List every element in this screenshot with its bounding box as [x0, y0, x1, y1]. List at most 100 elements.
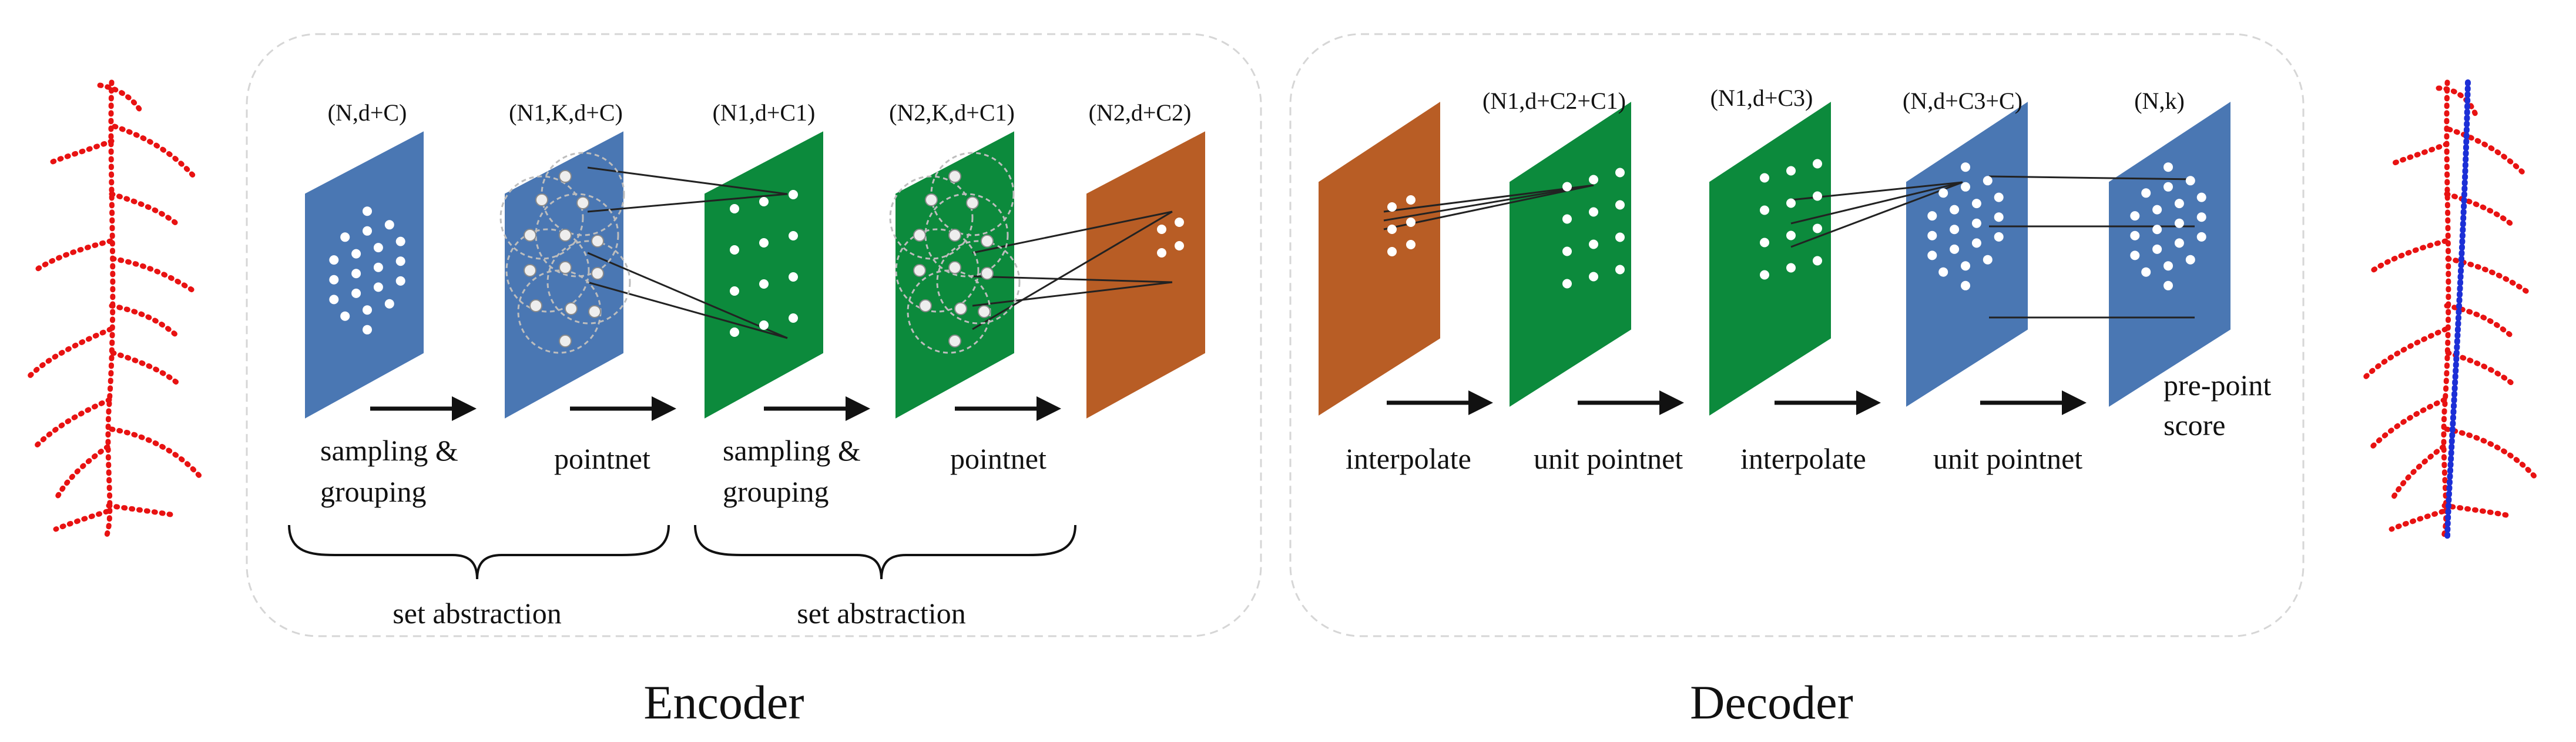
- connector-line: [1383, 184, 1594, 230]
- point-dot: [1994, 232, 2004, 242]
- point-dot: [329, 255, 339, 265]
- point-dot: [329, 275, 339, 285]
- point-dot: [363, 206, 372, 216]
- point-dot: [2152, 205, 2162, 215]
- encoder-frame: [246, 33, 1262, 637]
- point-dot: [789, 313, 798, 323]
- grouped-point-dot: [591, 235, 604, 248]
- grouped-point-dot: [948, 335, 961, 347]
- point-dot: [2185, 176, 2195, 186]
- point-dot: [789, 190, 798, 199]
- point-dot: [1175, 218, 1184, 227]
- point-dot: [730, 204, 739, 213]
- point-dot: [340, 311, 350, 321]
- point-dot: [1927, 250, 1937, 260]
- connector-line: [972, 275, 1173, 283]
- decoder-panel-1: [1319, 102, 1440, 416]
- grouped-point-dot: [535, 193, 548, 206]
- point-dot: [1406, 195, 1416, 205]
- point-dot: [1994, 212, 2004, 222]
- point-dot: [1387, 202, 1397, 212]
- decoder-op-label-2: unit pointnet: [1534, 442, 1683, 475]
- point-dot: [789, 231, 798, 240]
- point-dot: [2196, 232, 2206, 242]
- point-dot: [2130, 230, 2140, 240]
- point-dot: [1406, 240, 1416, 249]
- encoder-dim-label-2: (N1,K,d+C): [509, 99, 623, 126]
- encoder-dim-label-4: (N2,K,d+C1): [889, 99, 1015, 126]
- decoder-output-label-line2: score: [2164, 409, 2226, 442]
- point-dot: [759, 279, 769, 289]
- point-dot: [1786, 166, 1796, 176]
- decoder-panels: [1319, 102, 2230, 416]
- point-dot: [373, 262, 383, 272]
- point-dot: [1615, 168, 1625, 178]
- connector-line: [587, 252, 788, 339]
- grouped-point-dot: [913, 264, 926, 277]
- point-dot: [1938, 188, 1948, 198]
- point-dot: [1589, 207, 1598, 217]
- encoder-title: Encoder: [643, 676, 804, 729]
- point-dot: [1589, 272, 1598, 282]
- operation-arrows: [370, 390, 2087, 421]
- point-dot: [1813, 191, 1822, 201]
- point-dot: [1406, 218, 1416, 227]
- point-dot: [340, 232, 350, 242]
- grouped-point-dot: [559, 229, 572, 242]
- point-dot: [363, 325, 372, 335]
- grouped-point-dot: [954, 302, 967, 315]
- segmented-point-cloud-plant-icon: [2362, 79, 2538, 541]
- grouped-point-dot: [925, 193, 938, 206]
- point-dot: [2185, 255, 2195, 265]
- point-dot: [373, 282, 383, 292]
- point-dot: [1813, 256, 1822, 266]
- point-dot: [1983, 255, 1993, 265]
- point-dot: [395, 236, 405, 246]
- grouped-point-dot: [559, 170, 572, 183]
- point-dot: [2141, 188, 2151, 198]
- point-dot: [759, 238, 769, 248]
- point-dot: [384, 299, 394, 309]
- point-dot: [2164, 182, 2173, 192]
- set-abstraction-label-2: set abstraction: [797, 597, 965, 630]
- point-dot: [1615, 232, 1625, 242]
- point-dot: [1950, 205, 1960, 215]
- encoder-dim-label-1: (N,d+C): [328, 99, 407, 126]
- connector-line: [972, 210, 1173, 330]
- point-dot: [1157, 248, 1166, 258]
- grouped-point-dot: [981, 267, 994, 280]
- point-dot: [2130, 211, 2140, 221]
- point-dot: [1971, 218, 1981, 228]
- connector-line: [1988, 175, 2195, 181]
- encoder-op-label-1-line2: grouping: [320, 475, 427, 508]
- point-dot: [1971, 238, 1981, 248]
- connector-line: [972, 281, 1173, 307]
- encoder-op-label-3-line1: sampling &: [723, 434, 861, 467]
- point-dot: [730, 327, 739, 337]
- grouped-point-dot: [576, 196, 589, 209]
- decoder-dim-label-5: (N,k): [2134, 88, 2185, 114]
- grouped-point-dot: [978, 305, 991, 318]
- point-dot: [363, 305, 372, 315]
- point-dot: [384, 220, 394, 230]
- point-dot: [2164, 261, 2173, 271]
- point-dot: [2196, 192, 2206, 202]
- point-dot: [363, 226, 372, 236]
- point-dot: [1786, 263, 1796, 273]
- point-dot: [1615, 265, 1625, 275]
- point-dot: [1157, 225, 1166, 234]
- decoder-dim-label-2: (N1,d+C2+C1): [1482, 88, 1626, 114]
- connector-line: [587, 166, 788, 195]
- decoder-dim-label-3: (N1,d+C3): [1710, 85, 1813, 111]
- point-dot: [1994, 192, 2004, 202]
- input-point-cloud-plant-icon: [26, 79, 203, 541]
- point-dot: [1175, 241, 1184, 250]
- grouped-point-dot: [524, 229, 536, 242]
- encoder-panels: [305, 131, 1205, 419]
- point-dot: [1760, 238, 1769, 248]
- connector-line: [587, 193, 788, 213]
- point-dot: [1950, 225, 1960, 235]
- point-dot: [759, 320, 769, 330]
- point-dot: [2164, 280, 2173, 290]
- point-dot: [1927, 230, 1937, 240]
